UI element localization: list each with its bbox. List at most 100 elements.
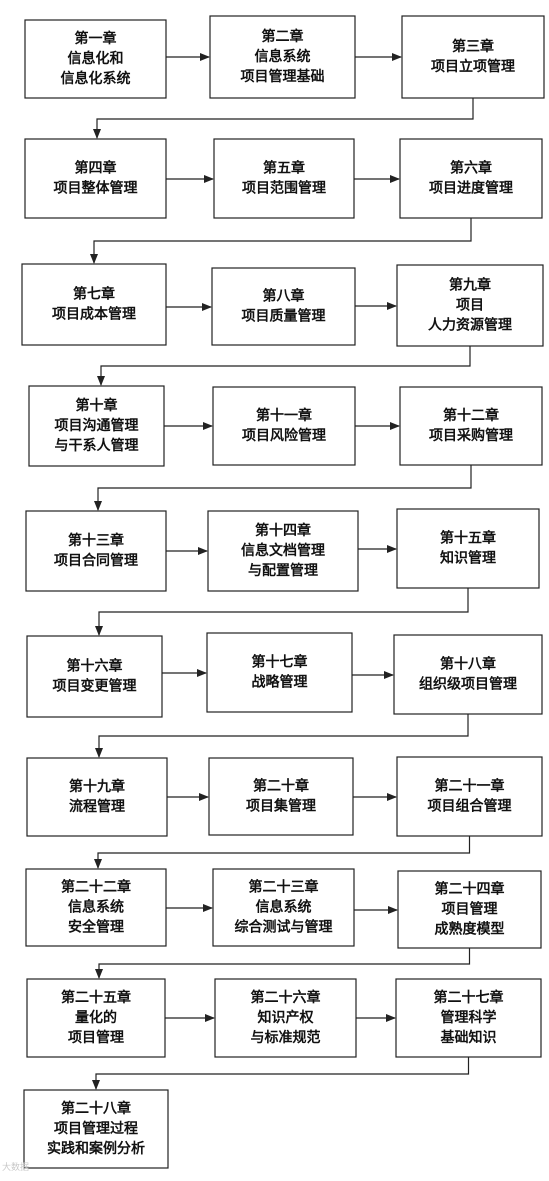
flow-arrow bbox=[97, 346, 471, 386]
chapter-box-frame bbox=[23, 1089, 169, 1169]
chapter-number: 第十一章 bbox=[256, 407, 312, 424]
chapter-box-frame bbox=[396, 508, 540, 589]
chapter-title-line: 知识管理 bbox=[440, 550, 496, 567]
chapter-title-line: 项目立项管理 bbox=[431, 58, 515, 75]
chapter-title-line: 与标准规范 bbox=[251, 1029, 321, 1046]
chapter-number: 第五章 bbox=[263, 160, 305, 177]
flow-arrow bbox=[92, 1057, 470, 1090]
chapter-title-line: 项目整体管理 bbox=[54, 180, 138, 197]
chapter-box-frame bbox=[212, 386, 356, 466]
chapter-box-frame bbox=[211, 267, 356, 346]
chapter-number: 第四章 bbox=[75, 160, 117, 177]
chapter-title-line: 管理科学 bbox=[441, 1009, 497, 1026]
chapter-box-frame bbox=[26, 635, 163, 718]
chapter-number: 第二十一章 bbox=[435, 778, 505, 795]
chapter-title-line: 综合测试与管理 bbox=[235, 919, 333, 936]
chapter-box-frame bbox=[25, 868, 167, 947]
chapter-title-line: 组织级项目管理 bbox=[419, 676, 517, 693]
chapter-title-line: 战略管理 bbox=[252, 674, 308, 691]
chapter-number: 第十五章 bbox=[440, 530, 496, 547]
watermark: 大数据 bbox=[2, 1163, 30, 1173]
chapter-title-line: 流程管理 bbox=[69, 798, 125, 815]
chapter-box-frame bbox=[393, 634, 543, 715]
chapter-number: 第二十六章 bbox=[251, 989, 321, 1006]
flow-arrow bbox=[94, 836, 471, 869]
chapter-number: 第二章 bbox=[262, 28, 304, 45]
chapter-box-frame bbox=[212, 868, 355, 947]
chapter-number: 第二十五章 bbox=[61, 989, 131, 1006]
chapter-number: 第二十八章 bbox=[61, 1100, 131, 1117]
chapter-title-line: 项目管理基础 bbox=[241, 68, 325, 85]
chapter-number: 第八章 bbox=[263, 288, 305, 305]
chapter-title-line: 成熟度模型 bbox=[435, 921, 505, 938]
chapter-number: 第十四章 bbox=[255, 522, 311, 539]
chapter-box-frame bbox=[206, 632, 353, 713]
chapter-box-frame bbox=[28, 385, 165, 467]
chapter-number: 第一章 bbox=[75, 30, 117, 47]
flow-arrow bbox=[93, 98, 474, 139]
chapter-number: 第十二章 bbox=[443, 407, 499, 424]
chapter-title-line: 项目集管理 bbox=[246, 798, 316, 815]
chapter-box-frame bbox=[209, 15, 356, 99]
chapter-title-line: 基础知识 bbox=[441, 1029, 497, 1046]
chapter-box-frame bbox=[24, 138, 167, 219]
chapter-title-line: 项目管理 bbox=[68, 1029, 124, 1046]
chapter-title-line: 信息系统 bbox=[255, 48, 311, 65]
chapter-title-line: 项目组合管理 bbox=[428, 798, 512, 815]
chapter-title-line: 项目成本管理 bbox=[52, 306, 136, 323]
chapter-title-line: 项目合同管理 bbox=[54, 552, 138, 569]
chapter-number: 第二十三章 bbox=[249, 879, 319, 896]
chapter-title-line: 信息化和 bbox=[68, 50, 124, 67]
chapter-box-frame bbox=[21, 263, 167, 346]
chapter-title-line: 信息化系统 bbox=[61, 70, 131, 87]
chapter-box-frame bbox=[208, 757, 354, 836]
chapter-title-line: 项目沟通管理 bbox=[55, 417, 139, 434]
chapter-title-line: 知识产权 bbox=[258, 1009, 315, 1026]
chapter-box-frame bbox=[213, 138, 355, 219]
flow-arrow bbox=[95, 588, 469, 636]
chapter-number: 第十八章 bbox=[440, 656, 496, 673]
chapter-title-line: 实践和案例分析 bbox=[47, 1140, 145, 1157]
chapter-title-line: 人力资源管理 bbox=[428, 317, 512, 334]
chapter-box-frame bbox=[214, 978, 357, 1058]
chapter-number: 第七章 bbox=[73, 286, 115, 303]
chapter-title-line: 安全管理 bbox=[68, 919, 124, 936]
chapter-title-line: 项目 bbox=[456, 298, 484, 314]
chapter-number: 第十七章 bbox=[252, 654, 308, 671]
chapter-title-line: 项目管理过程 bbox=[54, 1120, 138, 1137]
flow-arrow bbox=[95, 714, 469, 758]
chapter-title-line: 与配置管理 bbox=[248, 562, 318, 579]
chapter-number: 第十三章 bbox=[68, 532, 124, 549]
chapter-number: 第二十四章 bbox=[435, 881, 505, 898]
chapter-title-line: 项目变更管理 bbox=[53, 678, 137, 695]
chapter-box-frame bbox=[399, 138, 543, 219]
chapter-number: 第二十七章 bbox=[434, 989, 504, 1006]
chapter-title-line: 量化的 bbox=[75, 1009, 117, 1026]
chapter-title-line: 信息系统 bbox=[256, 899, 312, 916]
chapter-title-line: 项目风险管理 bbox=[242, 427, 326, 444]
chapter-number: 第二十章 bbox=[253, 778, 309, 795]
